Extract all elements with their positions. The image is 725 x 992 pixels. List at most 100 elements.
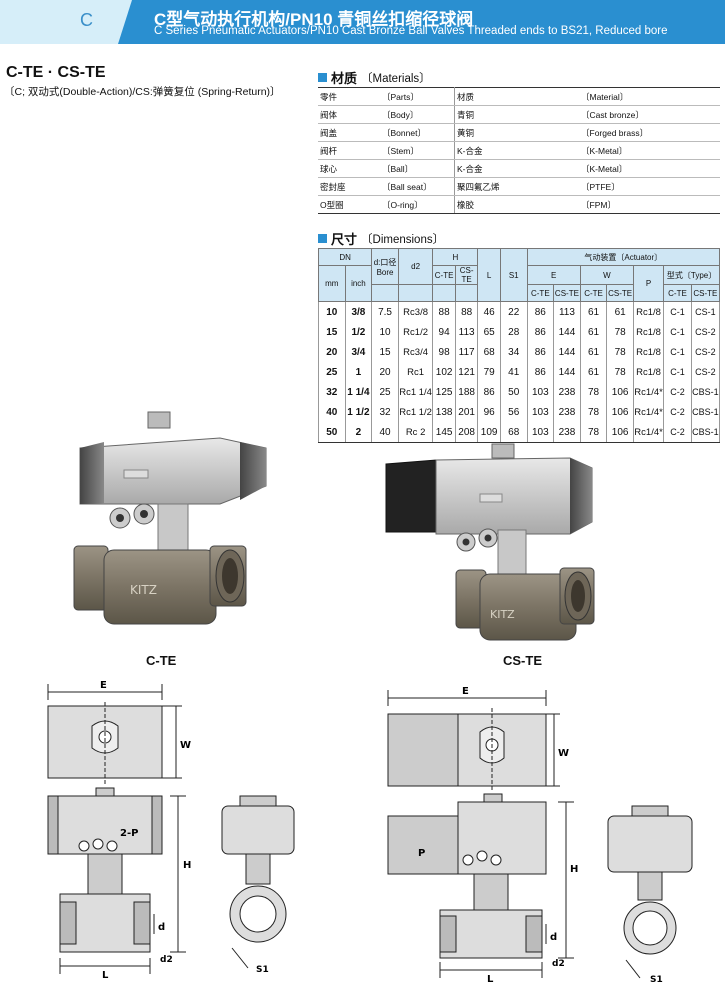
dimensions-cell-t-c: C-2	[663, 402, 692, 422]
model-name: C-TE · CS-TE	[6, 64, 106, 81]
dimensions-cell-h-cs: 88	[454, 301, 479, 322]
materials-cell-part-en: 〔Stem〕	[380, 141, 455, 160]
materials-cell-part-cn: 球心	[318, 159, 380, 178]
col-e: E	[526, 265, 581, 285]
materials-cell-part-cn: 零件	[318, 87, 380, 106]
dimensions-cell-h-cs: 117	[454, 342, 479, 362]
col-bore: d:口径 Bore	[371, 248, 399, 285]
dimensions-cell-s1: 56	[499, 402, 528, 422]
col-e-cste: CS-TE	[553, 284, 581, 302]
dimensions-title-en: 〔Dimensions〕	[361, 233, 445, 246]
dim-w-label: W	[558, 748, 569, 759]
materials-cell-mat-en: 〔PTFE〕	[579, 177, 720, 196]
dimensions-cell-w-cs: 78	[606, 342, 634, 362]
materials-cell-mat-cn: K-合金	[454, 159, 579, 178]
materials-title: 材质	[331, 71, 358, 86]
materials-row: 阀体〔Body〕青铜〔Cast bronze〕	[318, 105, 720, 124]
materials-table: 零件〔Parts〕材质〔Material〕阀体〔Body〕青铜〔Cast bro…	[318, 87, 720, 214]
dimensions-cell-p: Rc1/8	[632, 322, 665, 342]
materials-row: 球心〔Ball〕K-合金〔K-Metal〕	[318, 159, 720, 178]
kitz-body-mark: KITZ	[130, 583, 157, 597]
col-type-cte: C-TE	[663, 284, 692, 302]
col-h-cte: C-TE	[432, 265, 456, 285]
dimensions-cell-p: Rc1/4*	[632, 382, 665, 402]
dim-e-label: E	[462, 686, 469, 697]
dimensions-cell-w-cs: 78	[606, 322, 634, 342]
kitz-body-mark: KITZ	[490, 608, 515, 621]
dimensions-cell-w-c: 61	[579, 322, 608, 342]
materials-heading: 材质 〔Materials〕	[318, 68, 431, 87]
materials-cell-mat-cn: 聚四氟乙烯	[454, 177, 579, 196]
dimensions-cell-s1: 50	[499, 382, 528, 402]
dimensions-cell-h-cs: 188	[454, 382, 479, 402]
dimensions-cell-d2: Rc1 1/4	[397, 382, 434, 402]
materials-cell-part-en: 〔Body〕	[380, 105, 455, 124]
col-type: 型式〔Type〕	[663, 265, 720, 285]
dimensions-cell-inch: 3/8	[344, 301, 373, 322]
dimensions-cell-e-cs: 113	[553, 301, 581, 322]
section-marker-icon	[318, 234, 327, 243]
dimensions-cell-h-c: 102	[432, 362, 456, 382]
materials-cell-mat-cn: 黄铜	[454, 123, 579, 142]
dim-s1-label: S1	[650, 975, 663, 985]
materials-cell-part-en: 〔Parts〕	[380, 87, 455, 106]
dimensions-cell-h-cs: 113	[454, 322, 479, 342]
c-te-caption: C-TE	[146, 653, 177, 668]
materials-title-en: 〔Materials〕	[361, 72, 431, 85]
dim-d-label: d	[158, 922, 165, 933]
dim-port-label: 2-P	[120, 828, 138, 839]
materials-cell-mat-en: 〔K-Metal〕	[579, 159, 720, 178]
dimensions-cell-t-c: C-1	[663, 301, 692, 322]
materials-cell-part-cn: 阀杆	[318, 141, 380, 160]
dimensions-cell-p: Rc1/4*	[632, 402, 665, 422]
dimensions-cell-w-c: 61	[579, 342, 608, 362]
col-w: W	[579, 265, 634, 285]
materials-cell-part-en: 〔O-ring〕	[380, 195, 455, 214]
dimensions-cell-h-c: 94	[432, 322, 456, 342]
materials-cell-mat-en: 〔Material〕	[579, 87, 720, 106]
dimensions-cell-t-cs: CS-2	[690, 342, 721, 362]
dimensions-cell-w-cs: 78	[606, 362, 634, 382]
title-banner: C型气动执行机构/PN10 青铜丝扣缩径球阀 C Series Pneumati…	[118, 0, 725, 44]
col-h-sub2	[454, 284, 479, 302]
dim-d-label: d	[550, 932, 557, 943]
materials-cell-mat-cn: K-合金	[454, 141, 579, 160]
dimensions-cell-d2: Rc1 1/2	[397, 402, 434, 422]
materials-row: O型圈〔O-ring〕橡胶〔FPM〕	[318, 195, 720, 214]
materials-cell-part-cn: 密封座	[318, 177, 380, 196]
col-d2: d2	[397, 248, 434, 285]
dimensions-cell-w-cs: 61	[606, 301, 634, 322]
dimensions-cell-bore: 32	[371, 402, 399, 422]
dimensions-cell-e-c: 86	[526, 322, 555, 342]
materials-cell-mat-en: 〔FPM〕	[579, 195, 720, 214]
dimensions-cell-inch: 1 1/4	[344, 382, 373, 402]
dimensions-cell-mm: 20	[318, 342, 346, 362]
dimensions-cell-e-cs: 144	[553, 342, 581, 362]
dimensions-cell-l: 79	[477, 362, 501, 382]
dimensions-cell-mm: 15	[318, 322, 346, 342]
dimensions-cell-l: 86	[477, 382, 501, 402]
dimensions-cell-w-c: 78	[579, 382, 608, 402]
materials-cell-part-en: 〔Ball seat〕	[380, 177, 455, 196]
dimensions-cell-w-cs: 106	[606, 422, 634, 443]
dimensions-cell-p: Rc1/8	[632, 301, 665, 322]
dimensions-cell-w-c: 61	[579, 301, 608, 322]
dimensions-cell-h-c: 88	[432, 301, 456, 322]
dim-h-label: H	[183, 860, 191, 871]
dimensions-title: 尺寸	[331, 232, 358, 247]
col-d2-sub	[397, 284, 434, 302]
dimensions-cell-bore: 10	[371, 322, 399, 342]
cs-te-caption: CS-TE	[503, 653, 542, 668]
dim-h-label: H	[570, 864, 578, 875]
materials-row: 阀杆〔Stem〕K-合金〔K-Metal〕	[318, 141, 720, 160]
dimensions-cell-h-cs: 201	[454, 402, 479, 422]
dimensions-cell-l: 96	[477, 402, 501, 422]
dimensions-cell-t-cs: CBS-1	[690, 422, 721, 443]
col-h-sub1	[432, 284, 456, 302]
materials-row: 零件〔Parts〕材质〔Material〕	[318, 87, 720, 106]
